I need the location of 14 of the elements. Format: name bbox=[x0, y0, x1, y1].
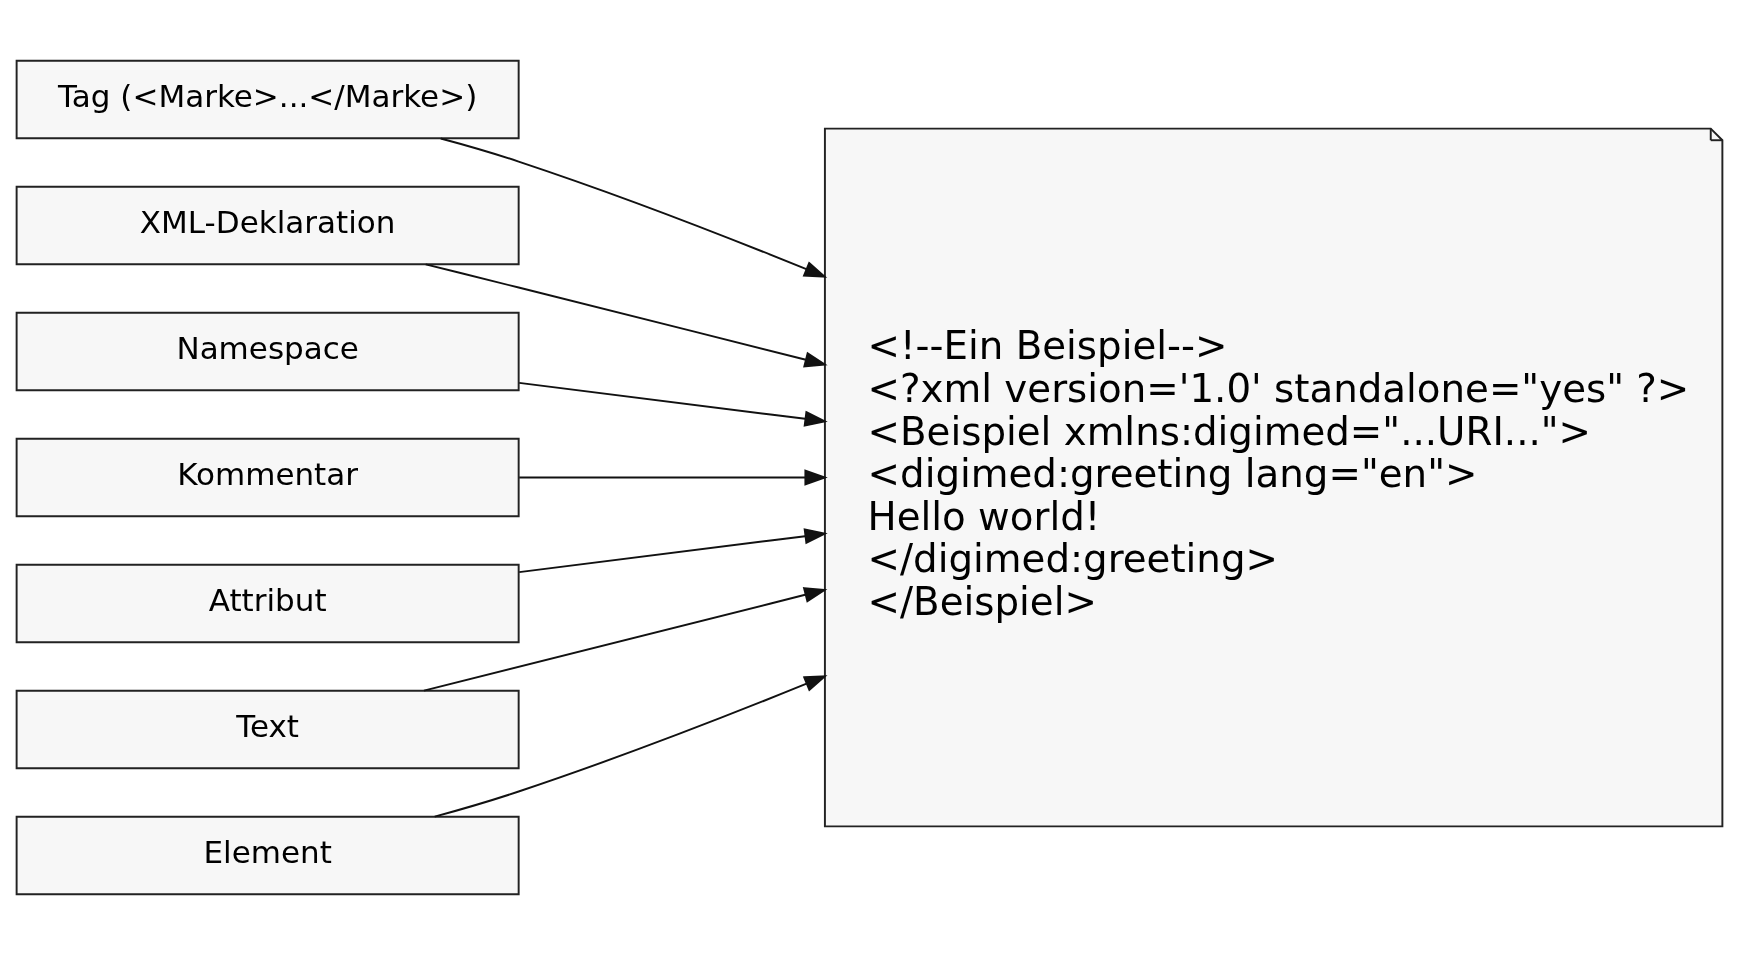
arrow bbox=[518, 527, 828, 573]
arrow bbox=[518, 468, 828, 486]
node-box: Tag (<Marke>...</Marke>) bbox=[15, 59, 520, 139]
node-box: Kommentar bbox=[15, 437, 520, 517]
node-box: Namespace bbox=[15, 311, 520, 391]
arrow bbox=[433, 674, 828, 818]
node-box: Text bbox=[15, 689, 520, 769]
arrow bbox=[423, 586, 828, 692]
node-box: Attribut bbox=[15, 563, 520, 643]
arrow bbox=[518, 381, 828, 427]
arrow bbox=[439, 137, 828, 278]
arrow bbox=[424, 262, 828, 367]
node-box: Element bbox=[15, 815, 520, 895]
node-box: XML-Deklaration bbox=[15, 185, 520, 265]
